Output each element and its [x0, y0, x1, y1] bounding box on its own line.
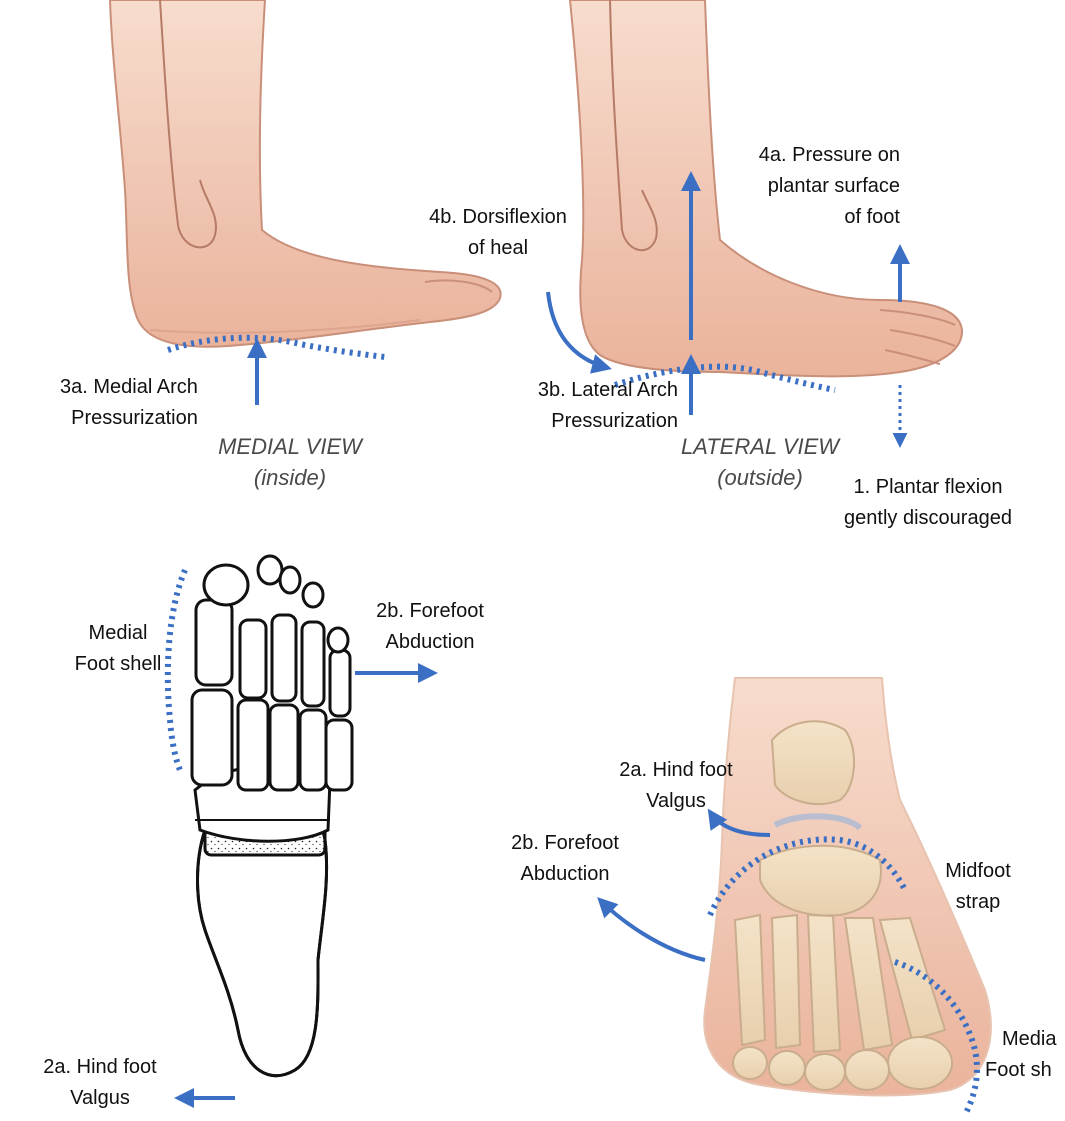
plantar-pressure-label: 4a. Pressure on plantar surface of foot [700, 140, 900, 233]
hind-valgus-label-left: 2a. Hind foot Valgus [20, 1052, 180, 1114]
plantar-pressure-label-line3: of foot [700, 202, 900, 233]
plantar-flexion-label-line1: 1. Plantar flexion [818, 472, 1038, 503]
medial-foot-shell-label-right: Media Foot sh [985, 1024, 1065, 1086]
lateral-arch-label-line1: 3b. Lateral Arch [488, 375, 678, 406]
midfoot-strap-label: Midfoot strap [918, 856, 1038, 918]
medial-view-caption: MEDIAL VIEW (inside) [200, 432, 380, 494]
plantar-pressure-label-line2: plantar surface [700, 171, 900, 202]
medial-foot-shell-left-line1: Medial [58, 618, 178, 649]
forefoot-abduction-right-line1: 2b. Forefoot [480, 828, 650, 859]
medial-foot-shell-right-line2: Foot sh [985, 1055, 1065, 1086]
plantar-flexion-label-line2: gently discouraged [818, 503, 1038, 534]
dorsiflexion-label-line1: 4b. Dorsiflexion [408, 202, 588, 233]
dorsiflexion-label: 4b. Dorsiflexion of heal [408, 202, 588, 264]
dorsiflexion-label-line2: of heal [408, 233, 588, 264]
hind-valgus-left-line1: 2a. Hind foot [20, 1052, 180, 1083]
forefoot-abduction-top-line2: Abduction [345, 627, 515, 658]
medial-arch-label-line1: 3a. Medial Arch [60, 372, 198, 403]
plantar-pressure-label-line1: 4a. Pressure on [700, 140, 900, 171]
medial-view-subtitle: (inside) [200, 463, 380, 494]
medial-foot-shell-right-line1: Media [985, 1024, 1065, 1055]
forefoot-abduction-label-top: 2b. Forefoot Abduction [345, 596, 515, 658]
foot-skeleton-sketch [192, 556, 352, 1076]
plantar-flexion-label: 1. Plantar flexion gently discouraged [818, 472, 1038, 534]
midfoot-strap-line1: Midfoot [918, 856, 1038, 887]
hind-valgus-label-right: 2a. Hind foot Valgus [596, 755, 756, 817]
hind-valgus-right-line2: Valgus [596, 786, 756, 817]
medial-view-title: MEDIAL VIEW [200, 432, 380, 463]
medial-foot-shell-label-left: Medial Foot shell [58, 618, 178, 680]
hind-valgus-left-line2: Valgus [20, 1083, 180, 1114]
medial-view-foot-illustration [110, 0, 501, 347]
hind-valgus-right-line1: 2a. Hind foot [596, 755, 756, 786]
forefoot-abduction-top-line1: 2b. Forefoot [345, 596, 515, 627]
lateral-arch-label-line2: Pressurization [488, 406, 678, 437]
medial-arch-label-line2: Pressurization [60, 403, 198, 434]
lateral-view-title: LATERAL VIEW [660, 432, 860, 463]
forefoot-abduction-right-line2: Abduction [480, 859, 650, 890]
medial-foot-shell-left-line2: Foot shell [58, 649, 178, 680]
medial-arch-label: 3a. Medial Arch Pressurization [60, 372, 198, 434]
midfoot-strap-line2: strap [918, 887, 1038, 918]
forefoot-abduction-label-right: 2b. Forefoot Abduction [480, 828, 650, 890]
lateral-arch-label: 3b. Lateral Arch Pressurization [488, 375, 678, 437]
forefoot-abduction-curved-arrow-right [600, 900, 705, 960]
